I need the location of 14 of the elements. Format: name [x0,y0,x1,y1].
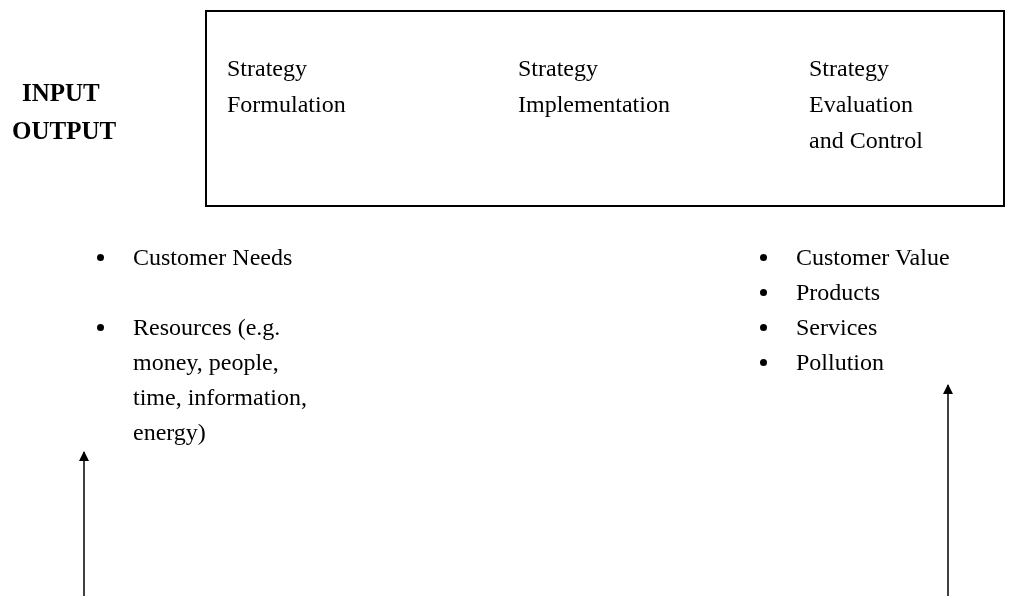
stage-text: Strategy Evaluation and Control [809,54,924,155]
label-text: OUTPUT [12,116,117,146]
bullet-item: Resources (e.g. money, people, time, information, energy) [97,310,333,450]
stage-text: Strategy Formulation [227,54,347,119]
bullet-item: Customer Value [760,240,1036,275]
bullet-item: Services [760,310,1036,345]
bullet-item: Products [760,275,1036,310]
stage-text: Strategy Implementation [518,54,671,119]
bullet-item: Pollution [760,345,1036,380]
arrow [943,384,953,596]
process-box [205,10,1005,207]
arrow [79,451,89,596]
bullet-item: Customer Needs [97,240,333,275]
label-text: INPUT [22,78,100,108]
